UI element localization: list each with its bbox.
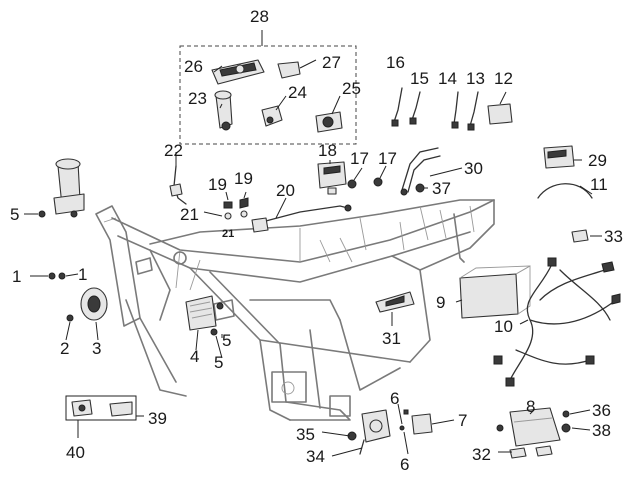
callout-6b: 6 [400, 455, 409, 474]
handlebar-switch-group [65, 395, 144, 438]
callout-8: 8 [526, 397, 535, 416]
callout-25: 25 [342, 79, 361, 98]
callout-1a: 1 [12, 267, 21, 286]
bolt-1b [58, 272, 66, 280]
callout-12: 12 [494, 69, 513, 88]
callout-16: 16 [386, 53, 405, 72]
switch-bracket [277, 61, 301, 79]
callout-5c: 5 [214, 353, 223, 372]
cable-clip [571, 229, 589, 243]
callout-1b: 1 [78, 265, 87, 284]
screw-5a [38, 210, 46, 218]
battery-strap [375, 291, 415, 313]
callout-4: 4 [190, 347, 199, 366]
grommet-17a [347, 179, 357, 189]
sensor-wire [169, 165, 187, 205]
callout-29: 29 [588, 151, 607, 170]
nut-2 [66, 314, 74, 322]
callout-15: 15 [410, 69, 429, 88]
callout-30: 30 [464, 159, 483, 178]
fasteners-19-21 [223, 197, 249, 220]
callout-38: 38 [592, 421, 611, 440]
callout-23: 23 [188, 89, 207, 108]
callout-19a: 19 [208, 175, 227, 194]
bolt-1a [48, 272, 56, 280]
callout-34: 34 [306, 447, 325, 466]
cdi-unit [185, 295, 224, 336]
cable-set [391, 87, 479, 131]
callout-3: 3 [92, 339, 101, 358]
ignition-switch-kit-boundary [179, 45, 357, 145]
callout-17b: 17 [378, 149, 397, 168]
leader-lines [24, 59, 602, 457]
license-bracket [496, 407, 571, 459]
callout-6a: 6 [390, 389, 399, 408]
horn [80, 287, 108, 321]
callout-19b: 19 [234, 169, 253, 188]
callout-5a: 5 [10, 205, 19, 224]
callout-10: 10 [494, 317, 513, 336]
battery [459, 265, 531, 319]
voltage-regulator [543, 145, 575, 169]
flasher-relay [487, 91, 513, 125]
seat-lock [261, 105, 283, 127]
callout-9: 9 [436, 293, 445, 312]
wiring-harness [493, 257, 621, 387]
callout-39: 39 [148, 409, 167, 428]
motorcycle-frame [95, 199, 495, 421]
neutral-switch [399, 409, 433, 435]
callout-7: 7 [458, 411, 467, 430]
callout-31: 31 [382, 329, 401, 348]
callout-24: 24 [288, 83, 307, 102]
callout-40: 40 [66, 443, 85, 462]
callout-18: 18 [318, 141, 337, 160]
relay-unit [317, 161, 347, 195]
callout-32: 32 [472, 445, 491, 464]
callout-2: 2 [60, 339, 69, 358]
callout-14: 14 [438, 69, 457, 88]
callout-35: 35 [296, 425, 315, 444]
key-cylinder [214, 90, 233, 131]
callout-36: 36 [592, 401, 611, 420]
speed-sensor-cable [251, 204, 352, 233]
callout-17a: 17 [350, 149, 369, 168]
callout-33: 33 [604, 227, 623, 246]
callout-numbers: 28 26 27 23 24 25 16 15 14 13 12 22 18 1… [10, 7, 623, 474]
starter-relay [347, 409, 391, 455]
callout-20: 20 [276, 181, 295, 200]
fuel-cap-lock [315, 111, 343, 133]
callout-37: 37 [432, 179, 451, 198]
callout-21b: 21 [222, 228, 234, 240]
callout-21a: 21 [180, 205, 199, 224]
ground-cable [537, 183, 593, 199]
ignition-switch-body [211, 59, 265, 85]
callout-27: 27 [322, 53, 341, 72]
callout-11: 11 [590, 175, 608, 194]
callout-26: 26 [184, 57, 203, 76]
steering-stem-lock [53, 158, 85, 218]
callout-28: 28 [250, 7, 269, 26]
callout-5b: 5 [222, 331, 231, 350]
callout-13: 13 [466, 69, 485, 88]
grommet-17b [373, 177, 383, 187]
callout-22: 22 [164, 141, 183, 160]
